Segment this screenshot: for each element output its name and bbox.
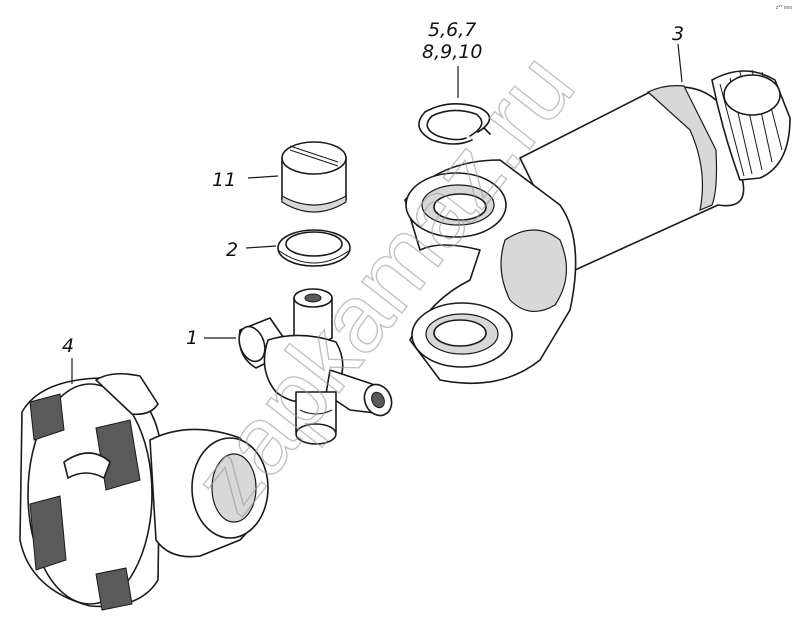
part-3-splined-shaft-yoke [404, 69, 791, 385]
callout-1: 1 [186, 327, 198, 349]
part-5-10-snap-ring [418, 103, 491, 145]
corner-mark: z** ooo [776, 5, 792, 11]
callout-3: 3 [672, 23, 684, 45]
part-2-seal-ring [277, 229, 351, 267]
callout-11: 11 [212, 169, 236, 191]
callout-2: 2 [226, 239, 238, 261]
leader-lines [71, 43, 683, 384]
part-4-flange-yoke [19, 372, 269, 611]
part-11-bearing-cup [281, 141, 347, 213]
callout-4: 4 [62, 335, 74, 357]
part-1-cross-spider [238, 288, 393, 445]
callout-5-6-7: 5,6,7 [428, 19, 476, 41]
callout-8-9-10: 8,9,10 [422, 41, 482, 63]
